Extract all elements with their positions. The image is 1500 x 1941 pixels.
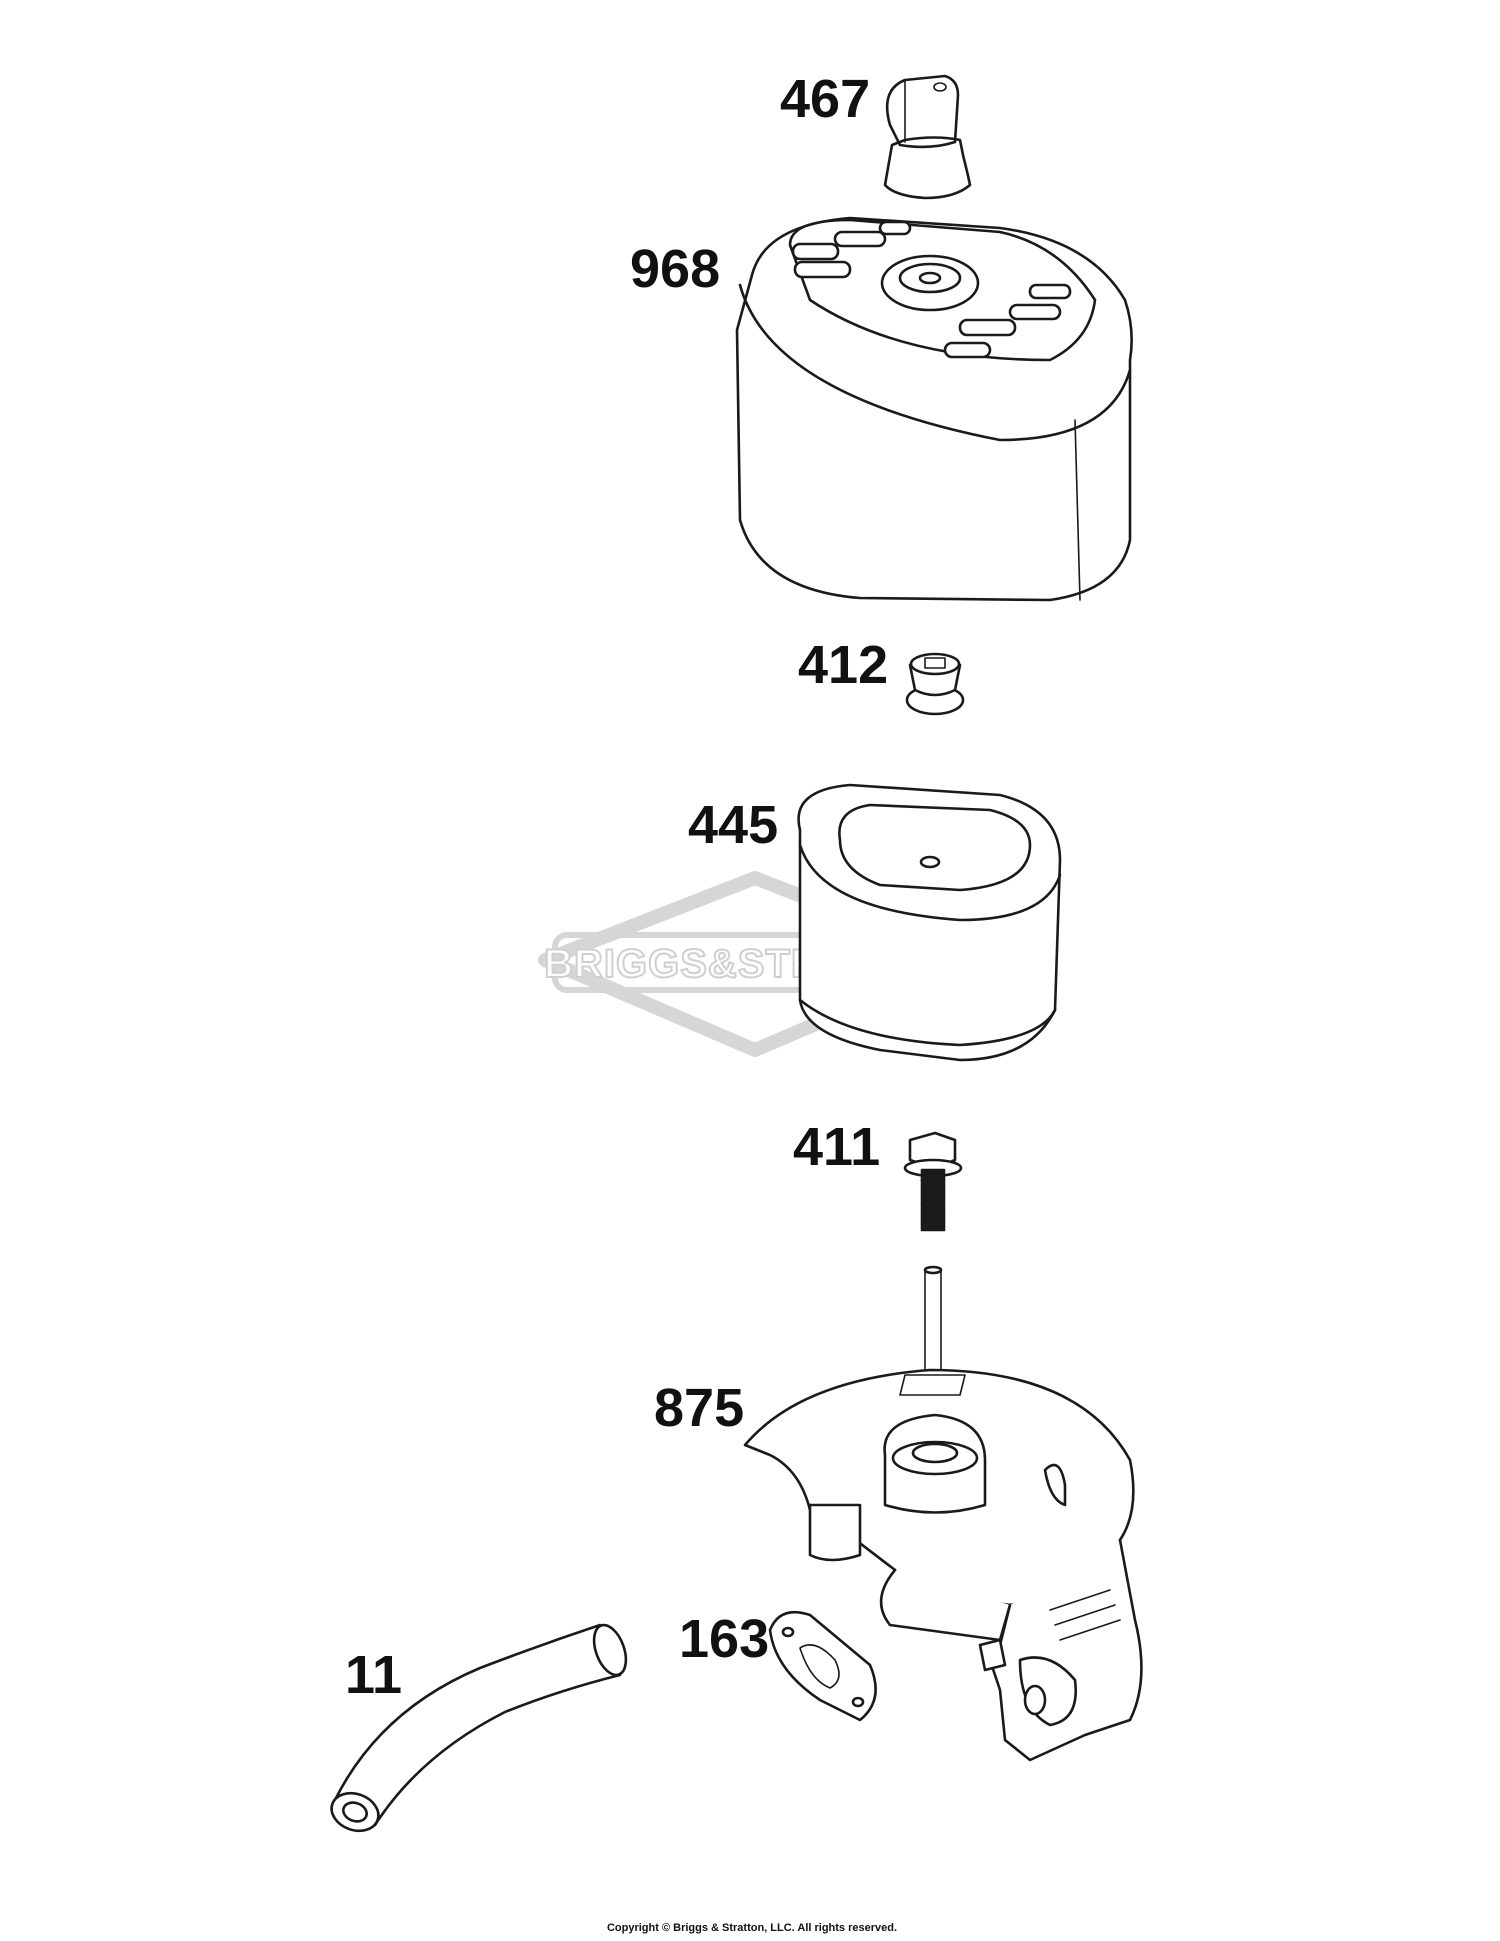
callout-875: 875 (654, 1378, 744, 1438)
callout-411: 411 (793, 1117, 880, 1177)
callout-163: 163 (679, 1609, 769, 1669)
part-467-knob[interactable] (883, 74, 972, 200)
part-968-cover[interactable] (735, 216, 1133, 602)
callout-968: 968 (630, 239, 720, 299)
callout-11: 11 (345, 1645, 402, 1705)
copyright-footer: Copyright © Briggs & Stratton, LLC. All … (607, 1922, 897, 1934)
part-875-base[interactable] (743, 1265, 1143, 1762)
callout-412: 412 (798, 635, 888, 695)
part-411-bolt[interactable] (903, 1131, 963, 1232)
callout-467: 467 (780, 69, 870, 129)
part-11-hose[interactable] (326, 1621, 632, 1837)
part-163-gasket[interactable] (768, 1610, 877, 1722)
part-412-nut[interactable] (905, 652, 965, 716)
part-445-filter[interactable] (797, 783, 1062, 1062)
callout-445: 445 (688, 795, 778, 855)
